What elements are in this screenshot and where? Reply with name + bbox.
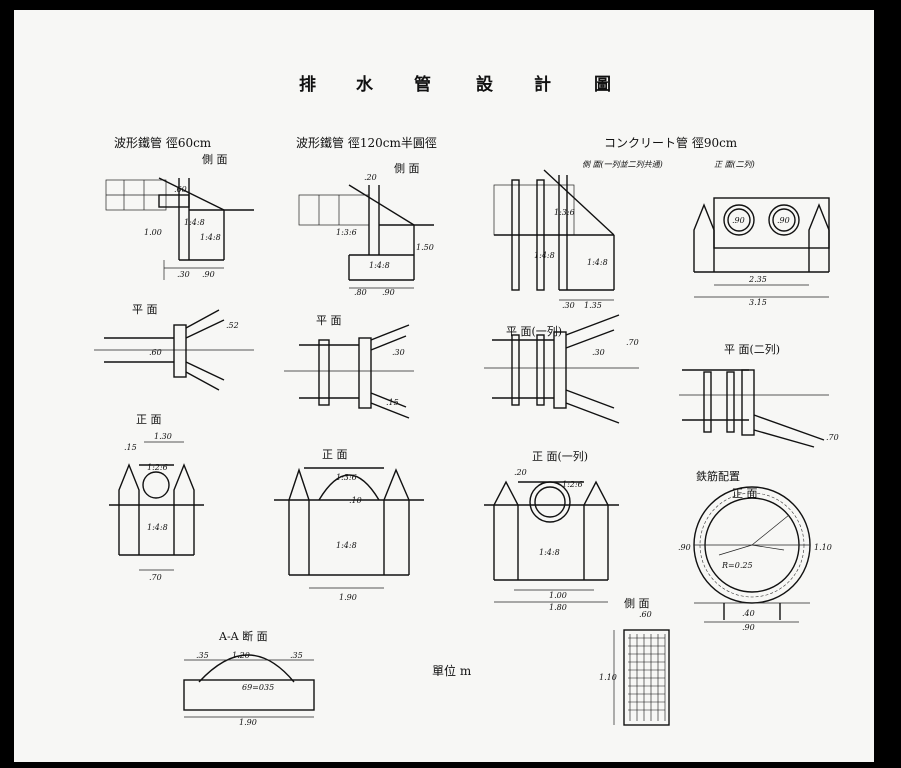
- dim-label: 1.80: [549, 603, 567, 612]
- dim-label: .30: [177, 270, 190, 279]
- dim-label: .52: [226, 321, 239, 330]
- radius-label: R=0.25: [721, 561, 753, 570]
- dim-label: .90: [777, 216, 790, 225]
- rebar-front-view: R=0.25 .40 .90 1.10 .90: [678, 486, 832, 632]
- view-label-side: 側 面: [394, 162, 420, 175]
- mix-label: 1:3:6: [336, 228, 357, 237]
- mix-label: 1:4:8: [336, 541, 357, 550]
- dim-label: .30: [562, 301, 575, 310]
- plan-view-60: .60 .52: [94, 309, 254, 391]
- section-aa: 1.20 .35 .35 69=035 1.90: [183, 651, 315, 727]
- front-view-90-single: 1:2:6 1:4:8 1.00 1.80 .20: [484, 468, 619, 612]
- view-label-front: 正 面: [136, 413, 162, 426]
- dim-label: .90: [732, 216, 745, 225]
- view-label-rebar: 鉄筋配置: [696, 469, 740, 483]
- dim-label: .70: [826, 433, 839, 442]
- dim-label: .60: [174, 185, 187, 194]
- title-char: 水: [356, 74, 374, 95]
- view-label-side-rebar: 側 面: [624, 597, 650, 610]
- dim-label: 1.35: [584, 301, 602, 310]
- mix-label: 1:4:8: [200, 233, 221, 242]
- view-label-plan: 平 面(二列): [724, 342, 780, 356]
- dim-label: .15: [386, 398, 399, 407]
- view-label-plan: 平 面: [132, 303, 158, 316]
- dim-label: 3.15: [749, 298, 767, 307]
- header-corrugated-60: 波形鐵管 徑60cm: [114, 135, 212, 150]
- view-label-section: A-A 断 面: [218, 629, 268, 643]
- side-rebar-detail: 1.10 .60: [599, 610, 670, 726]
- side-view-60: 1.00 1:4:8 1:4:8 .30 .90 .60: [105, 177, 254, 280]
- title-char: 設: [476, 74, 494, 95]
- header-corrugated-120: 波形鐵管 徑120cm半圓徑: [296, 135, 437, 150]
- dim-label: .40: [742, 609, 755, 618]
- title-char: 計: [534, 74, 551, 95]
- dim-label: 1.00: [144, 228, 162, 237]
- view-label-front: 正 面(一列): [532, 449, 588, 463]
- dim-label: .90: [678, 543, 691, 552]
- dim-label: 1.00: [549, 591, 567, 600]
- drawing-title: 排 水 管 設 計 圖: [299, 74, 611, 95]
- drainage-design-drawing: 排 水 管 設 計 圖 波形鐵管 徑60cm 波形鐵管 徑120cm半圓徑 コン…: [94, 74, 839, 727]
- dim-label: .35: [290, 651, 303, 660]
- dim-label: .20: [514, 468, 527, 477]
- front-view-60: 1.30 .15 1:2:6 1:4:8 .70: [109, 432, 204, 582]
- mix-label: 1:3:6: [336, 473, 357, 482]
- dim-label: .80: [354, 288, 367, 297]
- dim-label: 2.35: [748, 275, 767, 284]
- plan-view-120: .30 .15: [284, 324, 414, 419]
- dim-label: .90: [202, 270, 215, 279]
- dim-label: .90: [382, 288, 395, 297]
- dim-label: .30: [592, 348, 605, 357]
- rebar-grid: [628, 634, 666, 721]
- title-char: 管: [414, 74, 431, 95]
- dim-label: .35: [196, 651, 209, 660]
- dim-label: .60: [149, 348, 162, 357]
- mix-label: 1:3:6: [554, 208, 575, 217]
- dim-label: .60: [639, 610, 652, 619]
- mix-label: 1:4:8: [369, 261, 390, 270]
- mix-label: 1:2:6: [562, 480, 583, 489]
- mix-label: 1:4:8: [147, 523, 168, 532]
- dim-label: 1.90: [339, 593, 357, 602]
- dim-label: .70: [626, 338, 639, 347]
- mix-label: 1:4:8: [184, 218, 205, 227]
- header-concrete-90: コンクリート管 徑90cm: [604, 135, 738, 150]
- dim-label: 1.30: [154, 432, 172, 441]
- view-label-plan: 平 面: [316, 314, 342, 327]
- side-view-120: 1:3:6 1:4:8 1.50 .80 .90 .20: [298, 173, 434, 297]
- dim-label: .70: [149, 573, 162, 582]
- dim-label: .10: [349, 496, 362, 505]
- title-char: 圖: [594, 75, 611, 95]
- front-view-double: 2.35 3.15 .90 .90: [693, 197, 830, 307]
- mix-label: 1:2:6: [147, 463, 168, 472]
- view-label-side: 側 面(一列並二列共通): [582, 160, 663, 169]
- dim-label: 1.20: [232, 651, 250, 660]
- mix-label: 1:4:8: [539, 548, 560, 557]
- front-view-120: 1:3:6 1:4:8 1.90 .10: [274, 467, 424, 602]
- view-label-front-top: 正 面(二列): [714, 160, 755, 169]
- dim-label: .90: [742, 623, 755, 632]
- plan-view-90-single: .30 .70: [484, 314, 639, 424]
- plan-view-90-double: .70: [679, 369, 839, 448]
- dim-label: 1.10: [814, 543, 832, 552]
- eq-label: 69=035: [242, 683, 274, 692]
- view-label-plan: 平 面(一列): [506, 324, 562, 338]
- unit-note: 單位 m: [432, 663, 472, 678]
- dim-label: 1.10: [599, 673, 617, 682]
- dim-label: .30: [392, 348, 405, 357]
- drawing-sheet: 排 水 管 設 計 圖 波形鐵管 徑60cm 波形鐵管 徑120cm半圓徑 コン…: [14, 10, 874, 762]
- side-view-90: 1:3:6 1:4:8 1:4:8 1.35 .30: [493, 169, 615, 310]
- title-char: 排: [299, 74, 316, 95]
- mix-label: 1:4:8: [587, 258, 608, 267]
- dim-label: .15: [124, 443, 137, 452]
- dim-label: 1.50: [416, 243, 434, 252]
- dim-label: .20: [364, 173, 377, 182]
- mix-label: 1:4:8: [534, 251, 555, 260]
- view-label-side: 側 面: [202, 153, 228, 166]
- view-label-front: 正 面: [322, 448, 348, 461]
- dim-label: 1.90: [239, 718, 257, 727]
